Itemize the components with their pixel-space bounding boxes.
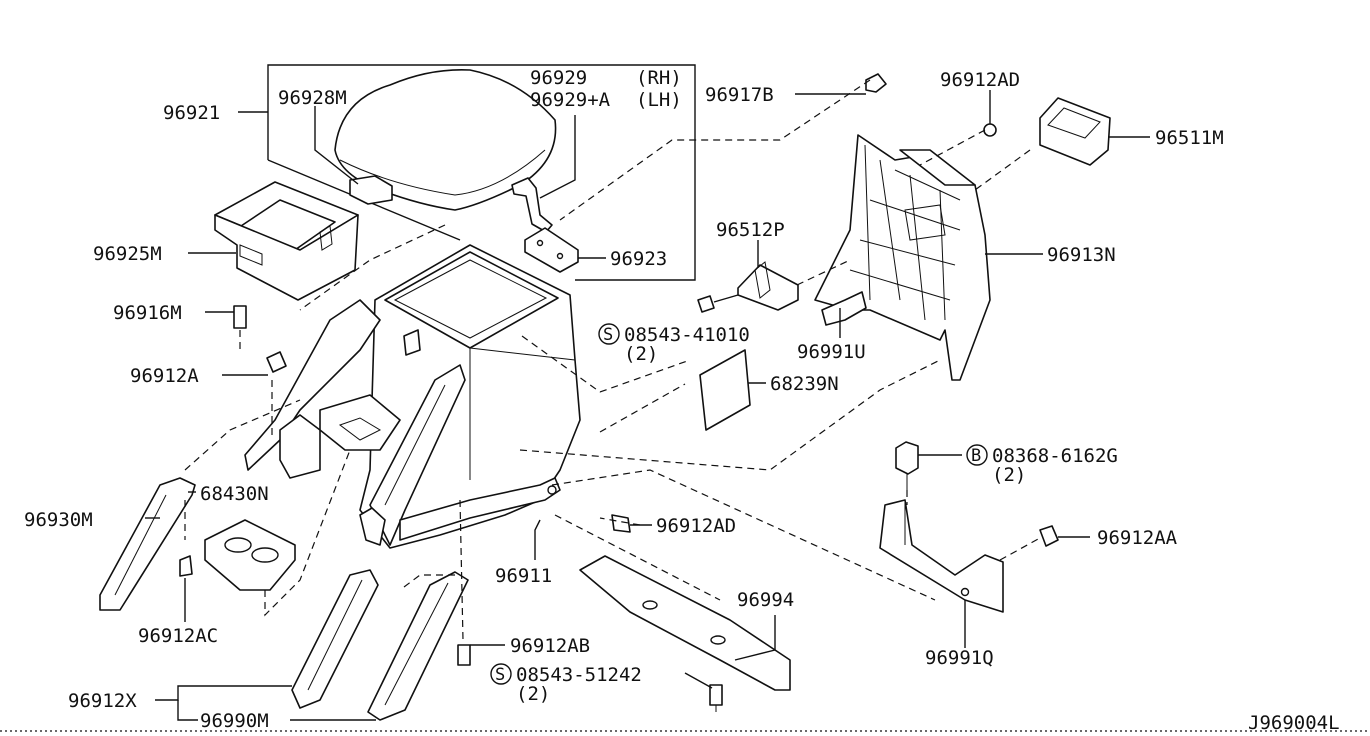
leader-lines xyxy=(145,90,1150,721)
clip-96917b[interactable] xyxy=(865,73,887,93)
label-08543-41010[interactable]: 08543-41010 xyxy=(624,324,750,346)
long-bracket[interactable] xyxy=(579,555,791,691)
screw-96916m[interactable] xyxy=(233,305,247,329)
label-96991u[interactable]: 96991U xyxy=(797,341,866,363)
side-rail-96930m[interactable] xyxy=(99,477,196,611)
label-plate[interactable] xyxy=(699,349,751,431)
label-96912ad-mid[interactable]: 96912AD xyxy=(656,515,736,537)
label-96928m[interactable]: 96928M xyxy=(278,87,347,109)
assembly-dashed-lines xyxy=(184,79,1041,641)
bracket-96512p[interactable] xyxy=(737,261,799,311)
diagram-id: J969004L xyxy=(1248,712,1340,734)
label-96916m[interactable]: 96916M xyxy=(113,302,182,324)
label-96912ac[interactable]: 96912AC xyxy=(138,625,218,647)
label-96921[interactable]: 96921 xyxy=(163,102,220,124)
side-bracket[interactable] xyxy=(814,134,991,381)
label-96930m[interactable]: 96930M xyxy=(24,509,93,531)
clip-96912ad-top[interactable] xyxy=(983,123,997,137)
label-96925m[interactable]: 96925M xyxy=(93,243,162,265)
armrest-lid[interactable] xyxy=(334,68,557,211)
label-96923[interactable]: 96923 xyxy=(610,248,667,270)
qty-08543-51242: (2) xyxy=(516,683,550,705)
label-08368-6162g[interactable]: 08368-6162G xyxy=(992,445,1118,467)
prefix-b-6162g: B xyxy=(971,446,981,466)
part-labels: 96921 96928M 96929 (RH) 96929+A (LH) 969… xyxy=(24,67,1340,734)
label-96511m[interactable]: 96511M xyxy=(1155,127,1224,149)
floor-rails[interactable] xyxy=(291,569,469,721)
prefix-s-41010: S xyxy=(603,325,613,345)
label-96929a-side-lh: (LH) xyxy=(636,89,682,111)
label-96990m[interactable]: 96990M xyxy=(200,710,269,732)
prefix-s-51242: S xyxy=(495,665,505,685)
label-96912x[interactable]: 96912X xyxy=(68,690,137,712)
label-96912aa[interactable]: 96912AA xyxy=(1097,527,1178,549)
screw-96912ab[interactable] xyxy=(457,644,471,666)
screw-96912a[interactable] xyxy=(266,351,287,373)
label-68430n[interactable]: 68430N xyxy=(200,483,269,505)
lid-hinge[interactable] xyxy=(511,177,553,233)
label-96929[interactable]: 96929 xyxy=(530,67,587,89)
cup-holder[interactable] xyxy=(204,519,296,591)
label-96991q[interactable]: 96991Q xyxy=(925,647,994,669)
label-96911[interactable]: 96911 xyxy=(495,565,552,587)
qty-08368-6162g: (2) xyxy=(992,464,1026,486)
bolt-08368-6162g[interactable] xyxy=(895,441,919,490)
screw-96912aa[interactable] xyxy=(1039,525,1059,547)
label-96929a[interactable]: 96929+A xyxy=(530,89,611,111)
screw-08543-41010[interactable] xyxy=(697,294,739,313)
qty-08543-41010: (2) xyxy=(624,343,658,365)
prefix-circle-s-41010 xyxy=(598,323,620,345)
storage-tray[interactable] xyxy=(214,181,359,301)
bracket-96991q[interactable] xyxy=(879,499,1004,613)
label-96912a[interactable]: 96912A xyxy=(130,365,199,387)
bracket-clip[interactable] xyxy=(821,291,867,326)
label-96912ab[interactable]: 96912AB xyxy=(510,635,590,657)
label-96912ad-top[interactable]: 96912AD xyxy=(940,69,1020,91)
label-68239n[interactable]: 68239N xyxy=(770,373,839,395)
label-96913n[interactable]: 96913N xyxy=(1047,244,1116,266)
prefix-circle-b-6162g xyxy=(966,444,988,466)
hinge-plate[interactable] xyxy=(524,227,579,273)
label-08543-51242[interactable]: 08543-51242 xyxy=(516,664,642,686)
console-body[interactable] xyxy=(244,244,581,549)
label-96994[interactable]: 96994 xyxy=(737,589,794,611)
air-vent[interactable] xyxy=(1039,97,1111,166)
screw-96912ad-mid[interactable] xyxy=(611,514,631,533)
label-96512p[interactable]: 96512P xyxy=(716,219,785,241)
screw-08543-51242[interactable] xyxy=(709,684,723,712)
label-96929-side-rh: (RH) xyxy=(636,67,682,89)
prefix-circle-s-51242 xyxy=(490,663,512,685)
screw-96912ac[interactable] xyxy=(179,555,193,577)
label-96917b[interactable]: 96917B xyxy=(705,84,774,106)
